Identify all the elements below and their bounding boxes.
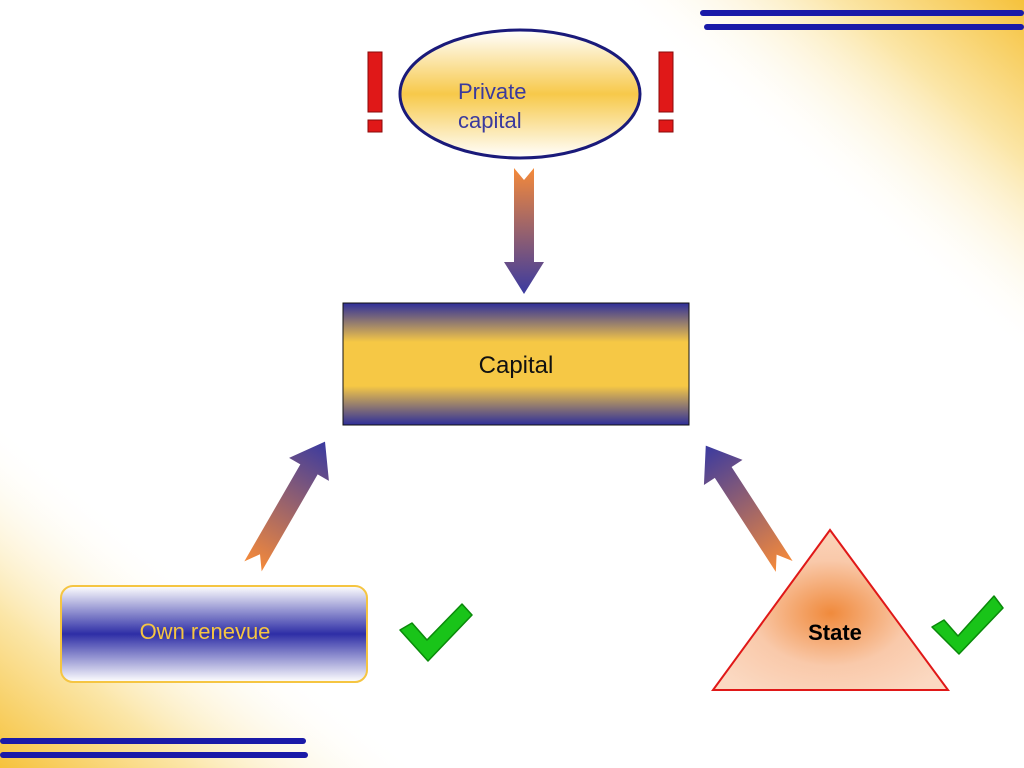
corner-decoration-bottom-left <box>0 380 470 768</box>
private-capital-label-line1: Private <box>458 79 527 104</box>
capital-label: Capital <box>478 352 554 379</box>
own-revenue-label: Own renevue <box>139 619 271 644</box>
corner-white-patch <box>826 712 1024 768</box>
private-capital-label: Private capital <box>458 77 598 135</box>
state-label: State <box>808 620 862 645</box>
own-revenue-node <box>60 585 368 683</box>
arrow-state-to-capital <box>703 445 793 572</box>
bottom-left-double-lines <box>0 738 308 758</box>
arrow-private-to-capital <box>504 168 544 294</box>
arrow-own-revenue-to-capital <box>244 441 329 572</box>
checkmark-icon <box>399 603 473 662</box>
exclamation-icon <box>367 51 383 133</box>
private-capital-label-line2: capital <box>458 108 522 133</box>
corner-decoration-top-right <box>560 0 1024 400</box>
exclamation-icon <box>658 51 674 133</box>
checkmark-icon <box>931 595 1004 655</box>
top-right-double-lines <box>700 10 1024 30</box>
capital-node <box>342 302 690 426</box>
state-node <box>711 528 950 691</box>
private-capital-node <box>398 28 642 160</box>
